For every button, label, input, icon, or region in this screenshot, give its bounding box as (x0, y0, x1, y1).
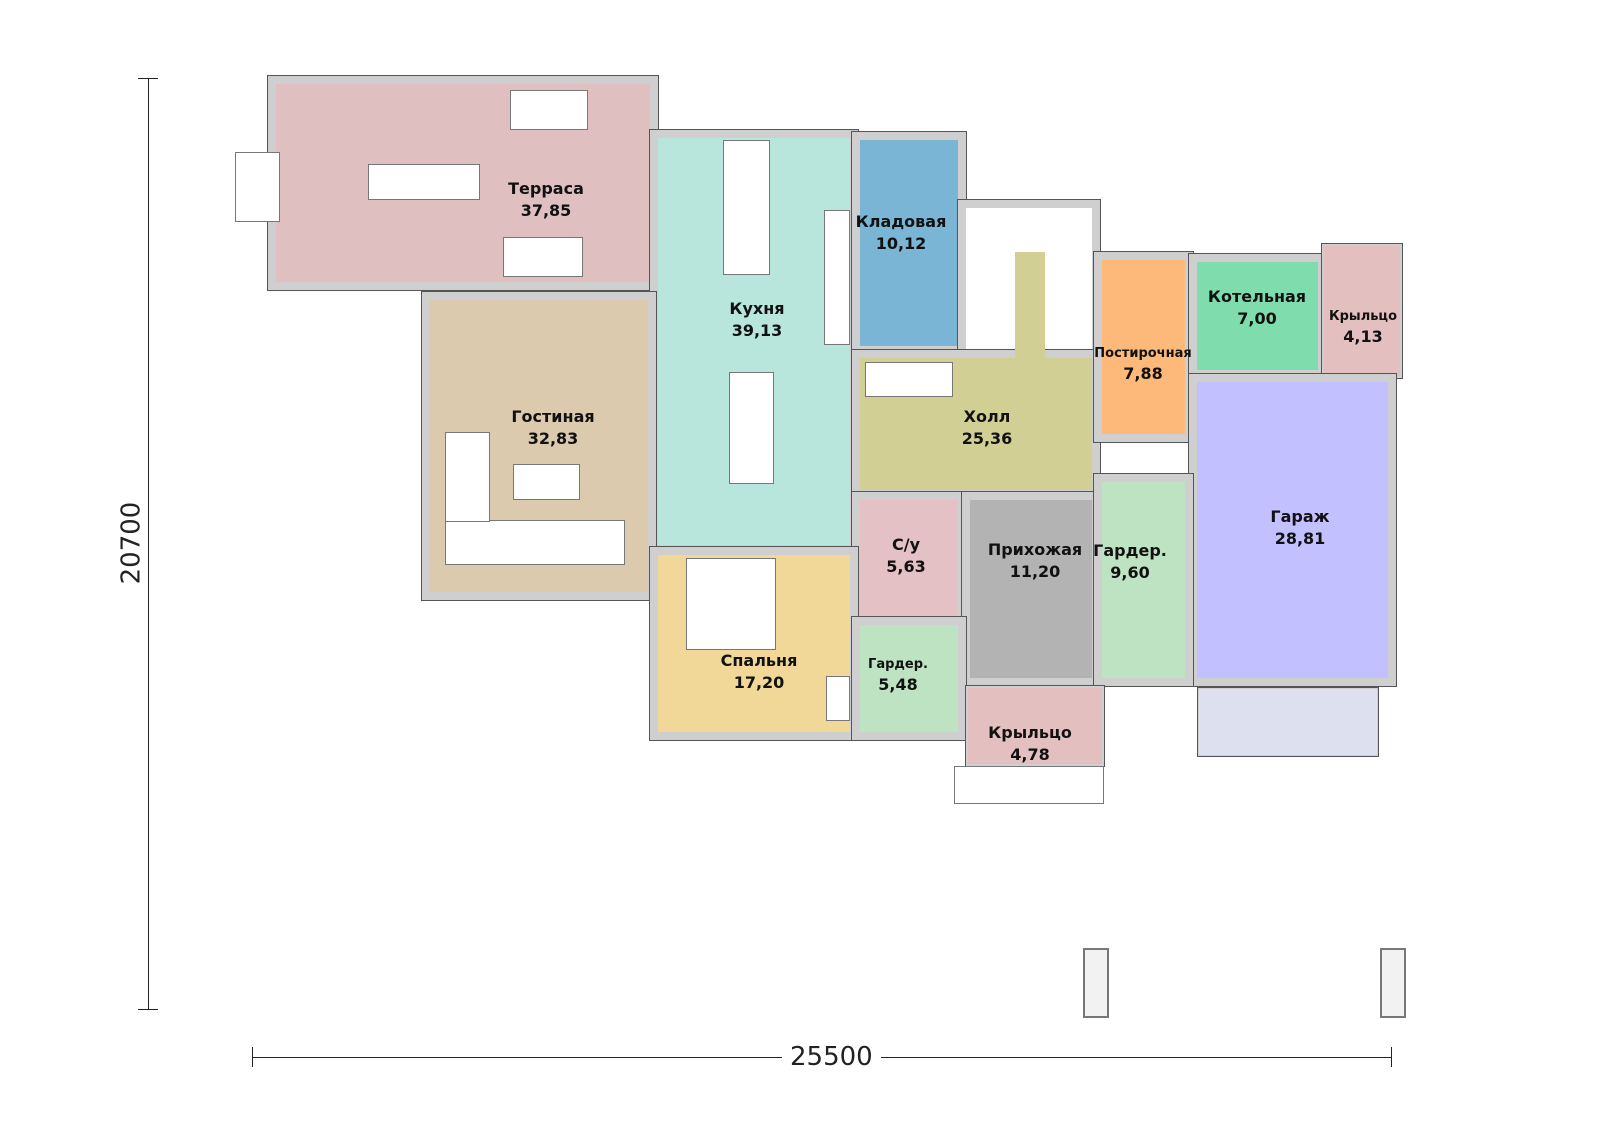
desk (826, 676, 850, 721)
dimension-tick (1391, 1047, 1392, 1067)
kitchen-island (723, 140, 770, 275)
room-wardrobe-small (851, 616, 967, 741)
post (1380, 948, 1406, 1018)
sofa-arm (445, 432, 490, 522)
hall-landing (1015, 252, 1045, 362)
room-entry (961, 491, 1101, 687)
sofa-terrace-top (510, 90, 588, 130)
room-wardrobe-large (1093, 473, 1194, 687)
sofa-hall (865, 362, 953, 397)
coffee-table (513, 464, 580, 500)
porch-steps (954, 766, 1104, 804)
label-wardrobe-large: Гардер.9,60 (1093, 541, 1167, 582)
dimension-height: 20700 (116, 493, 147, 593)
room-porch-bottom (965, 685, 1105, 767)
dimension-tick (252, 1047, 253, 1067)
room-porch-right (1321, 243, 1403, 379)
room-garage (1188, 373, 1397, 687)
sofa-terrace-bottom (503, 237, 583, 277)
label-wardrobe-small: Гардер.5,48 (868, 657, 928, 694)
room-boiler (1188, 253, 1327, 379)
dining-table-terrace (368, 164, 480, 200)
garage-apron (1197, 687, 1379, 757)
dimension-width: 25500 (782, 1042, 881, 1072)
dimension-tick (138, 1009, 158, 1010)
bed (686, 558, 776, 650)
dimension-line-vertical (148, 78, 149, 1010)
corner-sofa (445, 520, 625, 565)
dining-table-kitchen (729, 372, 774, 484)
fireplace (235, 152, 280, 222)
post (1083, 948, 1109, 1018)
dimension-tick (138, 78, 158, 79)
room-terrace (267, 75, 659, 291)
kitchen-counter (824, 210, 850, 345)
